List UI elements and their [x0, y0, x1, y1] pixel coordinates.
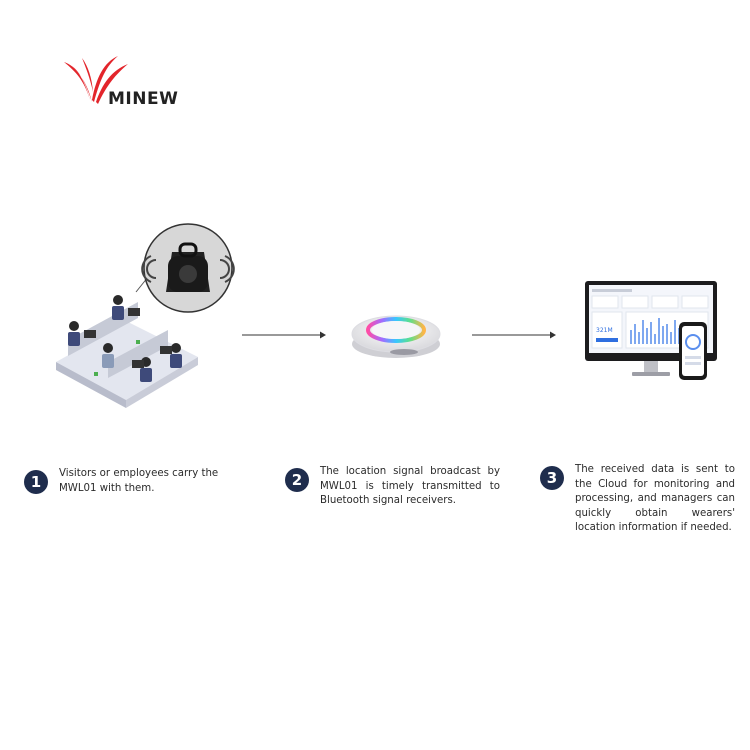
office-workers-with-badge-icon	[48, 222, 238, 412]
step-3-text: The received data is sent to the Cloud f…	[575, 463, 735, 536]
brand-logo: MINEW	[62, 52, 202, 108]
office-scene	[48, 222, 238, 412]
dashboard-stat: 321M	[596, 327, 613, 334]
cloud-dashboard-scene: 321M	[584, 280, 720, 384]
flow-arrow-1	[242, 330, 326, 340]
monitor-and-phone-dashboard-icon: 321M	[584, 280, 720, 384]
step-1-text: Visitors or employees carry the MWL01 wi…	[59, 467, 224, 496]
receiver-scene	[348, 304, 444, 364]
step-2: 2 The location signal broadcast by MWL01…	[285, 468, 500, 514]
step-2-text: The location signal broadcast by MWL01 i…	[320, 465, 500, 509]
step-3: 3 The received data is sent to the Cloud…	[540, 466, 740, 542]
bluetooth-gateway-receiver-icon	[348, 304, 444, 364]
step-1-badge: 1	[24, 470, 48, 494]
brand-name: MINEW	[108, 89, 178, 109]
step-1: 1 Visitors or employees carry the MWL01 …	[24, 470, 224, 510]
step-2-badge: 2	[285, 468, 309, 492]
step-3-badge: 3	[540, 466, 564, 490]
flow-arrow-2	[472, 330, 556, 340]
